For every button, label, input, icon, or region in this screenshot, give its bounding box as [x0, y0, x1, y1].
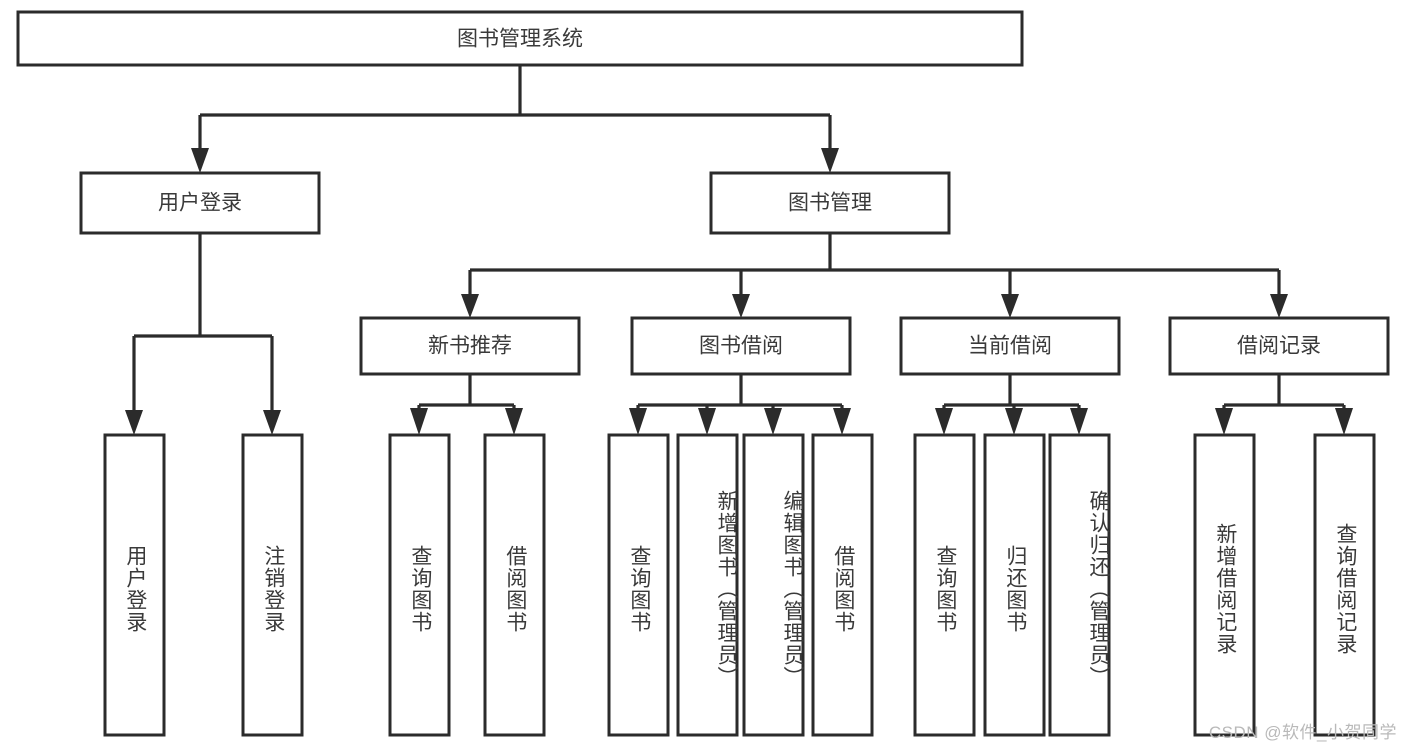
csdn-watermark: CSDN @软件_小贺同学: [1208, 723, 1397, 742]
arrowhead-book-manage: [821, 148, 839, 173]
connector-group: [125, 65, 1353, 435]
arrowhead-leaf-borrow-book-rec: [505, 408, 523, 435]
node-borrow-record-label: 借阅记录: [1237, 335, 1321, 358]
node-leaf-query-borrow-record-box[interactable]: [1313, 433, 1376, 737]
node-leaf-return-book-box[interactable]: [983, 433, 1046, 737]
arrowhead-leaf-query-borrow-record: [1335, 408, 1353, 435]
arrowhead-leaf-add-borrow-record: [1215, 408, 1233, 435]
arrowhead-borrow-record: [1270, 294, 1288, 318]
node-book-borrow-box[interactable]: [630, 316, 852, 376]
arrowhead-book-borrow: [732, 294, 750, 318]
node-leaf-borrow-book-b-box[interactable]: [811, 433, 874, 737]
arrowhead-user-login: [191, 148, 209, 173]
node-leaf-user-login-box[interactable]: [103, 433, 166, 737]
node-book-borrow-label: 图书借阅: [699, 335, 783, 358]
node-leaf-query-book-rec-box[interactable]: [388, 433, 451, 737]
node-current-borrow-label: 当前借阅: [968, 335, 1052, 358]
node-book-manage-label: 图书管理: [788, 192, 872, 215]
arrowhead-current-borrow: [1001, 294, 1019, 318]
arrowhead-new-book-rec: [461, 294, 479, 318]
node-leaf-add-borrow-record-box[interactable]: [1193, 433, 1256, 737]
node-new-book-rec-label: 新书推荐: [428, 335, 512, 358]
arrowhead-leaf-query-book-b: [629, 408, 647, 435]
node-book-manage-box[interactable]: [709, 171, 951, 235]
arrowhead-leaf-edit-book: [764, 408, 782, 435]
arrowhead-leaf-user-login: [125, 410, 143, 435]
node-current-borrow-box[interactable]: [899, 316, 1121, 376]
node-root-box[interactable]: [16, 10, 1024, 67]
node-leaf-confirm-return-box[interactable]: [1048, 433, 1111, 737]
arrowhead-leaf-query-book-rec: [410, 408, 428, 435]
node-user-login-box[interactable]: [79, 171, 321, 235]
node-leaf-user-logout-box[interactable]: [241, 433, 304, 737]
node-leaf-add-book-box[interactable]: [676, 433, 739, 737]
node-leaf-edit-book-box[interactable]: [742, 433, 805, 737]
node-new-book-rec-box[interactable]: [359, 316, 581, 376]
arrowhead-leaf-add-book: [698, 408, 716, 435]
node-leaf-borrow-book-rec-box[interactable]: [483, 433, 546, 737]
arrowhead-leaf-borrow-book-b: [833, 408, 851, 435]
node-user-login-label: 用户登录: [158, 192, 242, 215]
arrowhead-leaf-return-book: [1005, 408, 1023, 435]
node-leaf-query-book-b-box[interactable]: [607, 433, 670, 737]
arrowhead-leaf-query-book-c: [935, 408, 953, 435]
node-borrow-record-box[interactable]: [1168, 316, 1390, 376]
node-leaf-query-book-c-box[interactable]: [913, 433, 976, 737]
arrowhead-leaf-user-logout: [263, 410, 281, 435]
node-group: 图书管理系统 用户登录 图书管理 新书推荐 图书借阅 当前借阅 借阅记录: [16, 10, 1390, 737]
arrowhead-leaf-confirm-return: [1070, 408, 1088, 435]
node-root-label: 图书管理系统: [457, 28, 583, 51]
